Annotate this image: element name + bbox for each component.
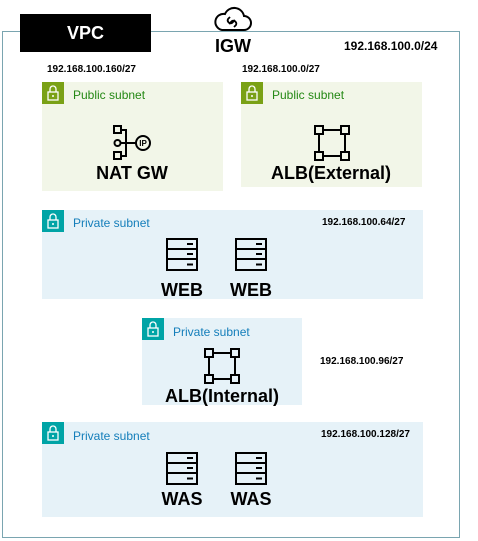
private-subnet-alb — [142, 318, 302, 405]
lock-icon — [42, 210, 64, 232]
alb-external-label: ALB(External) — [270, 163, 391, 183]
public-subnet-alb — [241, 82, 422, 187]
load-balancer-icon — [314, 125, 350, 161]
nat-gateway-icon: IP — [113, 125, 151, 160]
alb-internal-label: ALB(Internal) — [165, 386, 279, 406]
igw-label: IGW — [215, 36, 251, 56]
server-icon — [235, 238, 267, 271]
web-server-label: WEB — [161, 280, 203, 300]
private-alb-cidr: 192.168.100.96/27 — [320, 356, 404, 367]
lock-icon — [142, 318, 164, 340]
lock-icon — [42, 422, 64, 444]
private-subnet-web — [42, 210, 423, 299]
public-subnet-title: Public subnet — [73, 88, 146, 102]
server-icon — [166, 238, 198, 271]
private-subnet-title: Private subnet — [173, 325, 250, 339]
lock-icon — [42, 82, 64, 104]
private-was-cidr: 192.168.100.128/27 — [321, 429, 410, 440]
load-balancer-icon — [204, 348, 240, 384]
server-icon — [235, 452, 267, 485]
public-subnet-nat — [42, 82, 223, 191]
private-subnet-was — [42, 422, 423, 517]
vpc-label: VPC — [20, 14, 151, 52]
vpc-cidr: 192.168.100.0/24 — [344, 39, 438, 53]
private-subnet-title: Private subnet — [73, 216, 150, 230]
public-subnet-title: Public subnet — [272, 88, 345, 102]
lock-icon — [241, 82, 263, 104]
public-alb-cidr: 192.168.100.0/27 — [242, 64, 320, 75]
web-server-label: WEB — [230, 280, 272, 300]
was-server-label: WAS — [230, 489, 272, 509]
server-icon — [166, 452, 198, 485]
vpc-boundary — [2, 31, 460, 538]
svg-text:IP: IP — [139, 139, 147, 148]
nat-gateway-label: NAT GW — [96, 163, 168, 183]
was-server-label: WAS — [161, 489, 203, 509]
private-web-cidr: 192.168.100.64/27 — [322, 217, 406, 228]
cloud-link-icon — [214, 6, 252, 31]
private-subnet-title: Private subnet — [73, 429, 150, 443]
public-nat-cidr: 192.168.100.160/27 — [47, 64, 136, 75]
